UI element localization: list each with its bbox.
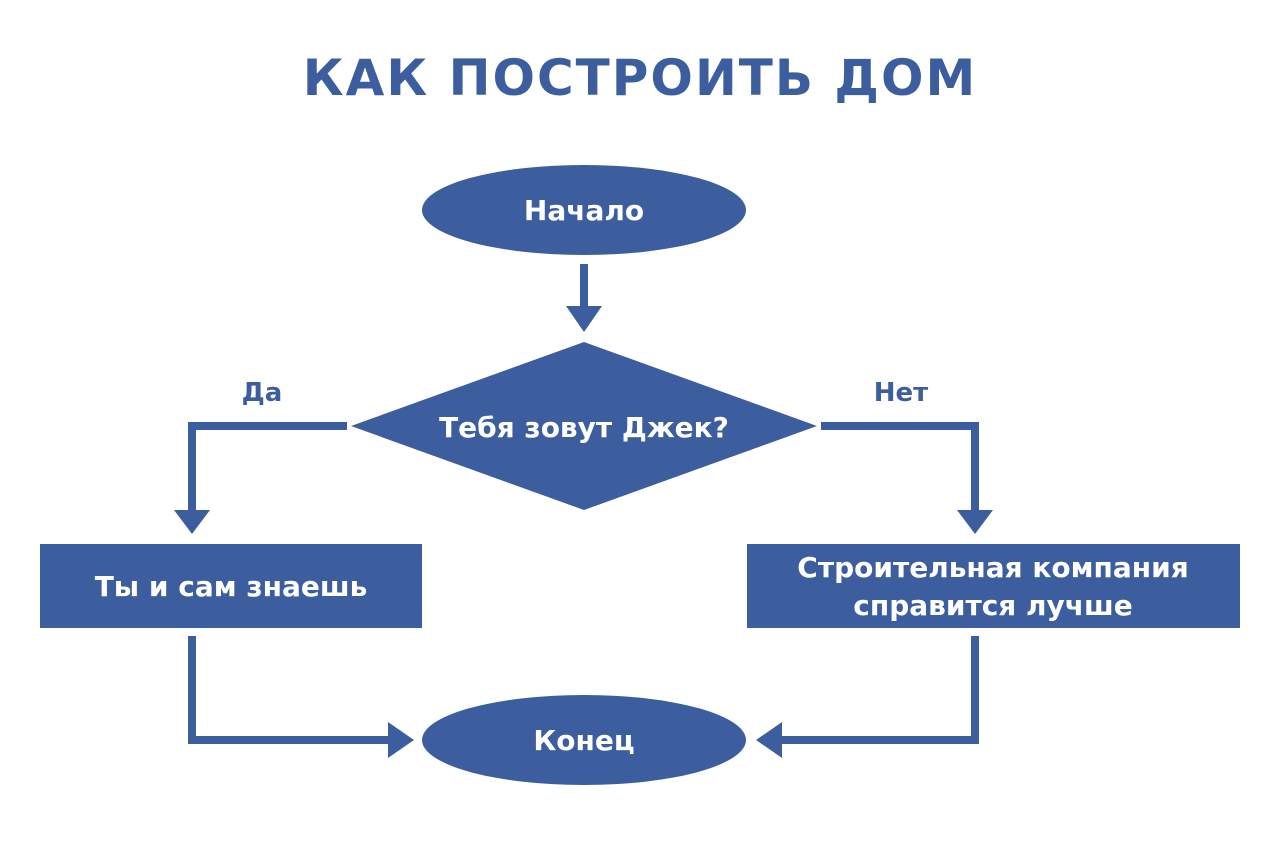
end-node: Конец: [422, 695, 746, 785]
page-title: КАК ПОСТРОИТЬ ДОМ: [303, 49, 977, 107]
arrow-decision-to-yes: [174, 422, 347, 534]
arrow-start-to-decision: [566, 264, 602, 332]
arrow-yes-to-end: [188, 636, 414, 758]
end-ellipse: [422, 695, 746, 785]
start-ellipse: [422, 165, 746, 255]
start-label: Начало: [524, 194, 644, 227]
arrow-decision-to-no: [821, 422, 993, 534]
decision-label: Тебя зовут Джек?: [439, 411, 729, 444]
no-result-label-line1: Строительная компания: [797, 551, 1188, 584]
yes-result-node: Ты и сам знаешь: [40, 544, 422, 628]
no-result-box: [747, 544, 1240, 628]
start-node: Начало: [422, 165, 746, 255]
arrow-no-to-end: [756, 636, 979, 758]
no-branch-label: Нет: [874, 378, 928, 408]
no-result-node: Строительная компания справится лучше: [747, 544, 1240, 628]
no-result-label-line2: справится лучше: [853, 589, 1132, 622]
decision-diamond: [351, 342, 817, 510]
yes-branch-label: Да: [242, 378, 283, 408]
decision-node: Тебя зовут Джек?: [351, 342, 817, 510]
yes-result-label: Ты и сам знаешь: [95, 570, 368, 603]
end-label: Конец: [533, 724, 634, 757]
yes-result-box: [40, 544, 422, 628]
